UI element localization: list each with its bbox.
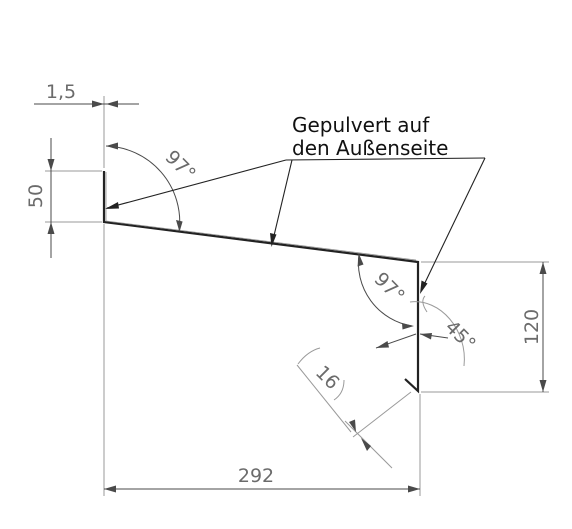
- left-height-dimension: [45, 138, 102, 258]
- right-angle-label: 97°: [370, 268, 409, 307]
- right-height-label: 120: [521, 309, 543, 345]
- thickness-dimension: [34, 96, 139, 168]
- thickness-label: 1,5: [46, 81, 76, 103]
- width-dimension: [103, 224, 421, 496]
- part-profile: [102, 171, 420, 394]
- right-angle-dimension: [357, 253, 414, 330]
- bend-angle-dimension: [375, 295, 465, 367]
- annotation-leaders: [105, 157, 486, 294]
- annotation-line-2: den Außenseite: [292, 136, 448, 160]
- right-height-dimension: [421, 261, 549, 393]
- bend-angle-label: 45°: [441, 316, 480, 355]
- width-label: 292: [238, 465, 274, 487]
- annotation-line-1: Gepulvert auf: [292, 113, 430, 137]
- hem-dimension: [296, 347, 412, 469]
- left-angle-dimension: [105, 142, 183, 232]
- left-height-label: 50: [25, 184, 47, 208]
- hem-label: 16: [311, 361, 344, 394]
